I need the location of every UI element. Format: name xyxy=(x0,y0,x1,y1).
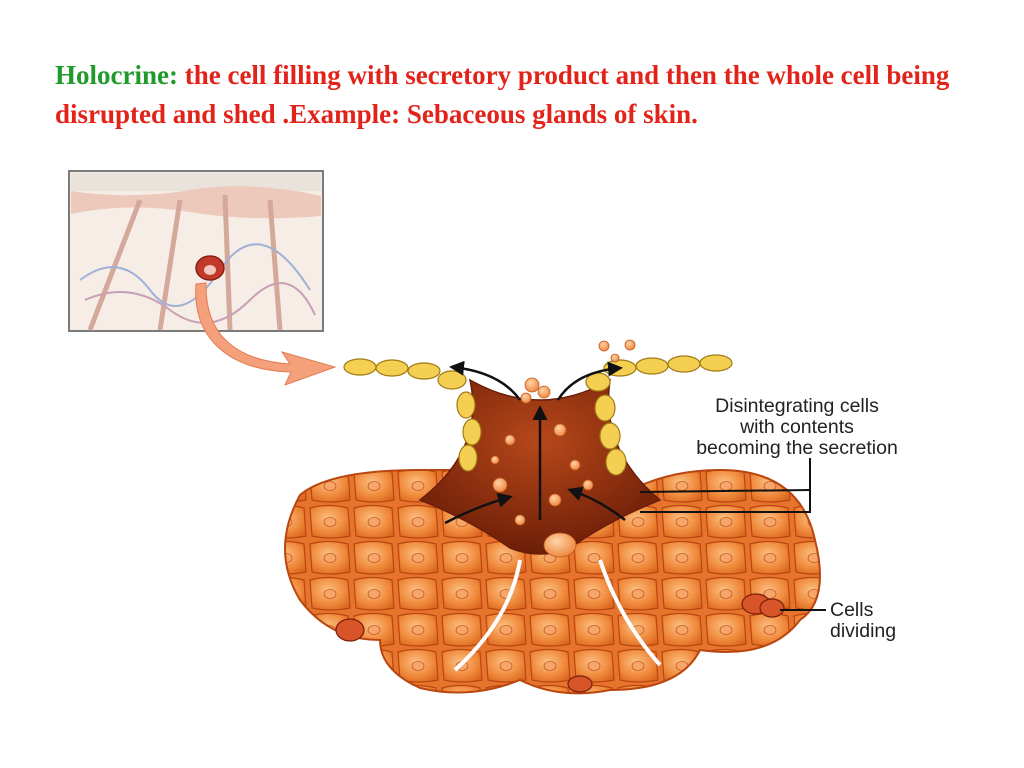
label-line: Disintegrating cells xyxy=(715,395,879,417)
sebaceous-gland xyxy=(284,339,821,695)
slide-heading: Holocrine: the cell filling with secreto… xyxy=(55,56,985,134)
label-line: becoming the secretion xyxy=(696,437,898,459)
skin-section-inset xyxy=(68,170,324,332)
heading-description: the cell filling with secretory product … xyxy=(55,60,950,129)
secretion-flow-arrows xyxy=(444,360,626,525)
label-line: with contents xyxy=(740,416,854,438)
label-line: Cells xyxy=(830,599,874,621)
dividing-cells xyxy=(335,593,785,693)
heading-term: Holocrine: xyxy=(55,60,178,90)
label-line: dividing xyxy=(830,620,897,642)
zoom-arrow xyxy=(195,282,337,386)
label-cells-dividing: Cells dividing xyxy=(830,600,940,642)
leader-lines xyxy=(639,458,826,611)
label-disintegrating-cells: Disintegrating cells with contents becom… xyxy=(636,396,958,459)
secretion-droplets xyxy=(490,339,636,558)
